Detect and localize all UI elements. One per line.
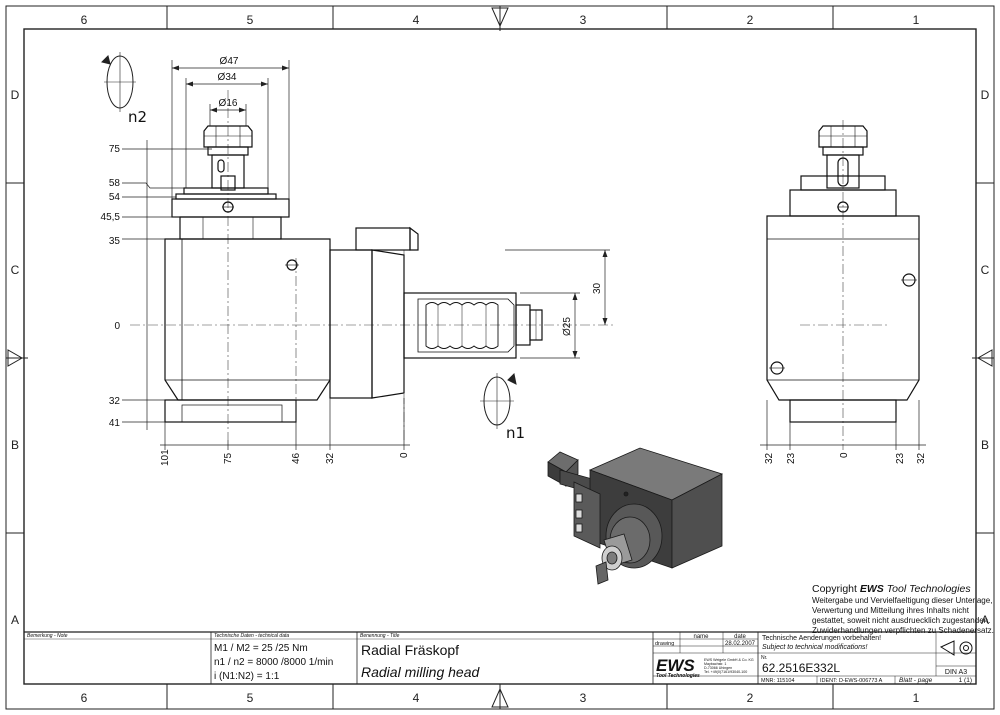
dim-bottom-46: 46 [291,452,302,464]
copyright-notice: Copyright EWS Tool Technologies Weiterga… [812,583,994,635]
title-english: Radial milling head [361,664,481,680]
row-drawing: drawing [655,641,674,647]
copyright-title: Copyright EWS Tool Technologies [812,583,971,595]
zone-col-bottom-1: 6 [81,691,88,705]
zone-row-left-c: C [11,263,20,277]
title-german: Radial Fräskopf [361,642,459,658]
copyright-suffix: Tool Technologies [884,583,972,595]
zone-col-top-4: 3 [580,13,587,27]
tech-data-header: Technische Daten - technical data [214,633,289,639]
copyright-prefix: Copyright [812,583,860,595]
zone-col-top-1: 6 [81,13,88,27]
label-n2: n2 [128,108,147,126]
rotation-symbol-n2 [101,52,136,112]
zone-col-top-6: 1 [913,13,920,27]
zone-row-right-c: C [981,263,990,277]
zone-row-right-a: A [981,613,989,627]
title-block-texts: Bemerkung - Note Technische Daten - tech… [27,633,972,684]
isometric-render [547,447,724,585]
dimension-texts: Ø47 Ø34 Ø16 75 58 54 45,5 35 0 32 41 101… [101,56,927,466]
zone-col-top-3: 4 [413,13,420,27]
dim-left-0: 0 [114,321,120,332]
dim-diameter-16: Ø16 [219,98,238,109]
change-note-german: Technische Aenderungen vorbehalten! [762,635,881,642]
dim-left-35: 35 [109,236,121,247]
projection-symbol [939,640,973,656]
column-date: date [734,634,746,640]
copyright-line-1: Weitergabe und Vervielfaeltigung dieser … [812,596,992,605]
front-view-dimensions [122,60,610,450]
dim-bottom-0: 0 [399,452,410,458]
title-block-lines [24,631,976,684]
dim-left-75: 75 [109,144,121,155]
dim-left-58: 58 [109,178,121,189]
company-address-4: Tel. +49(0)7161/93040-100 [704,670,747,674]
dim-left-32: 32 [109,396,121,407]
zone-col-bottom-4: 3 [580,691,587,705]
zone-row-right-b: B [981,438,989,452]
machine-number: MNR: 115104 [761,678,795,684]
company-address-1: EWS Weigele GmbH & Co. KG [704,658,754,662]
company-address-3: D-73066 Uhingen [704,666,732,670]
copyright-line-2: Verwertung und Mitteilung ihres Inhalts … [812,606,970,615]
label-n1: n1 [506,424,525,442]
dim-bottom-32: 32 [325,452,336,464]
company-logo-subtitle: Tool Technologies [656,673,700,679]
number-label: Nr. [761,655,767,661]
dim-left-41: 41 [109,418,121,429]
remark-header: Bemerkung - Note [27,633,68,639]
dim-diameter-47: Ø47 [220,56,239,67]
zone-col-top-2: 5 [247,13,254,27]
zone-labels: 6 5 4 3 2 1 6 5 4 3 2 1 D C B A D C B A [11,13,990,705]
copyright-line-4: Zuwiderhandlungen verpflichten zu Schade… [812,626,994,635]
column-name: name [693,634,709,640]
side-view-dimensions [760,400,926,450]
zone-col-bottom-6: 1 [913,691,920,705]
dim-spindle-30: 30 [592,282,603,294]
zone-col-bottom-3: 4 [413,691,420,705]
zone-col-bottom-5: 2 [747,691,754,705]
dim-bottom-101: 101 [160,449,171,466]
designation-header: Benennung - Title [360,633,400,639]
company-logo: EWS [656,656,695,675]
paper-format: DIN A3 [945,669,967,676]
front-view [130,90,615,440]
dim-diameter-34: Ø34 [218,72,237,83]
sheet-label: Blatt - page [899,677,933,684]
zone-row-left-a: A [11,613,19,627]
ident-number: IDENT: D-EWS-006773 A [820,678,883,684]
change-note-english: Subject to technical modifications! [762,644,867,651]
zone-row-right-d: D [981,88,990,102]
tech-data-ratio: i (N1:N2) = 1:1 [214,671,280,682]
sheet-value: 1 (1) [959,677,972,684]
tech-data-torque: M1 / M2 = 25 /25 Nm [214,643,308,654]
dim-right-32-right: 32 [916,452,927,464]
dim-right-23-right: 23 [895,452,906,464]
company-address-2: Maybachstr. 1 [704,662,726,666]
dim-bottom-75: 75 [223,452,234,464]
dim-spindle-diameter-25: Ø25 [562,317,573,336]
dim-left-45-5: 45,5 [101,212,121,223]
drawing-frame [5,5,995,710]
copyright-brand: EWS [860,583,884,595]
zone-col-top-5: 2 [747,13,754,27]
front-view-dimension-arrows [172,65,608,358]
zone-row-left-d: D [11,88,20,102]
part-number: 62.2516E332L [762,661,840,675]
dim-right-0: 0 [839,452,850,458]
side-view [766,120,920,450]
drawing-date: 28.02.2007 [725,641,756,647]
zone-row-left-b: B [11,438,19,452]
rotation-symbol-n1 [480,372,517,429]
dim-right-32-left: 32 [764,452,775,464]
copyright-line-3: gestattet, soweit nicht ausdruecklich zu… [812,616,990,625]
dim-right-23-left: 23 [786,452,797,464]
zone-col-bottom-2: 5 [247,691,254,705]
tech-data-speed: n1 / n2 = 8000 /8000 1/min [214,657,333,668]
dim-left-54: 54 [109,192,121,203]
